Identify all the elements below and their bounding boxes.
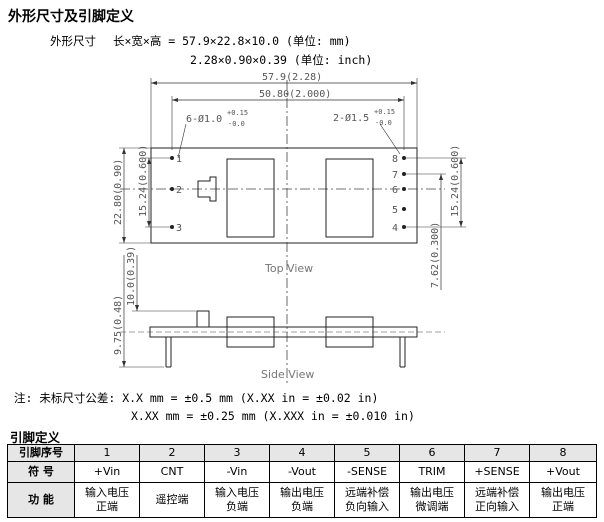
right-offset-text: 7.62(0.300) — [430, 222, 441, 288]
pin-number-cell: 3 — [204, 444, 270, 462]
pin-number-cell: 4 — [269, 444, 335, 462]
hole-note-left: 6-Ø1.0 — [186, 113, 222, 125]
function-cell: 远端补偿正向输入 — [464, 482, 530, 518]
component-right — [325, 158, 374, 238]
svg-text:3: 3 — [176, 223, 182, 234]
svg-text:1: 1 — [176, 154, 182, 165]
component-left — [226, 158, 275, 238]
symbol-cell: +Vout — [529, 461, 597, 483]
row-header-function: 功 能 — [7, 482, 75, 518]
symbol-cell: +Vin — [74, 461, 140, 483]
dimensions-metric: 长×宽×高 = 57.9×22.8×10.0 (单位: mm) — [113, 34, 351, 48]
dimensions-label: 外形尺寸 — [50, 34, 96, 48]
right-pitch-text: 15.24(0.600) — [450, 145, 461, 217]
pin-7-dot — [402, 172, 406, 176]
svg-text:-0.0: -0.0 — [228, 120, 245, 128]
dimensions-imperial: 2.28×0.90×0.39 (单位: inch) — [190, 53, 373, 67]
function-cell: 输出电压微调端 — [399, 482, 465, 518]
function-cell: 远端补偿负向输入 — [334, 482, 400, 518]
row-header-symbol: 符 号 — [7, 461, 75, 483]
svg-text:4: 4 — [392, 223, 398, 234]
height-total-text: 9.75(0.48) — [113, 295, 124, 355]
table-row-pin-numbers: 引脚序号 1 2 3 4 5 6 7 8 — [7, 444, 597, 462]
width-outer-text: 22.80(0.90) — [113, 159, 124, 225]
mechanical-drawing: 57.9(2.28) 50.80(2.000) 6-Ø1.0 +0.15 -0.… — [113, 72, 466, 385]
pin-table-title: 引脚定义 — [10, 430, 61, 445]
pin-3-dot — [170, 225, 174, 229]
pin-span-text: 50.80(2.000) — [259, 89, 331, 100]
symbol-cell: CNT — [139, 461, 205, 483]
overall-length-text: 57.9(2.28) — [262, 72, 322, 83]
pin-2-dot — [170, 187, 174, 191]
side-view-label: Side View — [261, 368, 314, 381]
pin-6-dot — [402, 187, 406, 191]
svg-text:8: 8 — [392, 154, 398, 165]
symbol-cell: -Vin — [204, 461, 270, 483]
width-inner-text: 15.24(0.600) — [138, 145, 149, 217]
svg-text:-0.0: -0.0 — [375, 119, 392, 127]
symbol-cell: TRIM — [399, 461, 465, 483]
page-heading: 外形尺寸及引脚定义 — [8, 9, 134, 25]
svg-text:7: 7 — [392, 170, 398, 181]
pin-number-cell: 5 — [334, 444, 400, 462]
svg-text:6: 6 — [392, 185, 398, 196]
svg-text:+0.15: +0.15 — [227, 109, 248, 117]
side-view-connector — [196, 310, 210, 328]
function-cell: 输出电压负端 — [269, 482, 335, 518]
connector-notch — [197, 176, 217, 202]
pin-number-cell: 8 — [529, 444, 597, 462]
tolerance-note-2: X.XX mm = ±0.25 mm (X.XXX in = ±0.010 in… — [131, 409, 415, 423]
table-row-symbols: 符 号 +Vin CNT -Vin -Vout -SENSE TRIM +SEN… — [7, 461, 597, 483]
pin-8-dot — [402, 156, 406, 160]
symbol-cell: -Vout — [269, 461, 335, 483]
svg-text:+0.15: +0.15 — [374, 108, 395, 116]
module-outline-top — [150, 147, 418, 244]
pin-number-cell: 1 — [74, 444, 140, 462]
pin-number-cell: 2 — [139, 444, 205, 462]
row-header-pin-number: 引脚序号 — [7, 444, 75, 462]
pin-definition-table: 引脚序号 1 2 3 4 5 6 7 8 符 号 +Vin CNT -Vin -… — [7, 444, 597, 518]
svg-text:2: 2 — [176, 185, 182, 196]
function-cell: 遥控端 — [139, 482, 205, 518]
symbol-cell: -SENSE — [334, 461, 400, 483]
svg-text:5: 5 — [392, 205, 398, 216]
pin-number-cell: 7 — [464, 444, 530, 462]
function-cell: 输入电压负端 — [204, 482, 270, 518]
function-cell: 输入电压正端 — [74, 482, 140, 518]
hole-note-right: 2-Ø1.5 — [333, 112, 369, 124]
top-view-label: Top View — [264, 262, 313, 275]
tolerance-note-1: 注: 未标尺寸公差: X.X mm = ±0.5 mm (X.XX in = ±… — [14, 391, 379, 405]
pin-4-dot — [402, 225, 406, 229]
height-body-text: 10.0(0.39) — [126, 246, 137, 306]
pin-1-dot — [170, 156, 174, 160]
function-cell: 输出电压正端 — [529, 482, 597, 518]
symbol-cell: +SENSE — [464, 461, 530, 483]
table-row-functions: 功 能 输入电压正端 遥控端 输入电压负端 输出电压负端 远端补偿负向输入 输出… — [7, 482, 597, 518]
pin-number-cell: 6 — [399, 444, 465, 462]
pin-5-dot — [402, 207, 406, 211]
